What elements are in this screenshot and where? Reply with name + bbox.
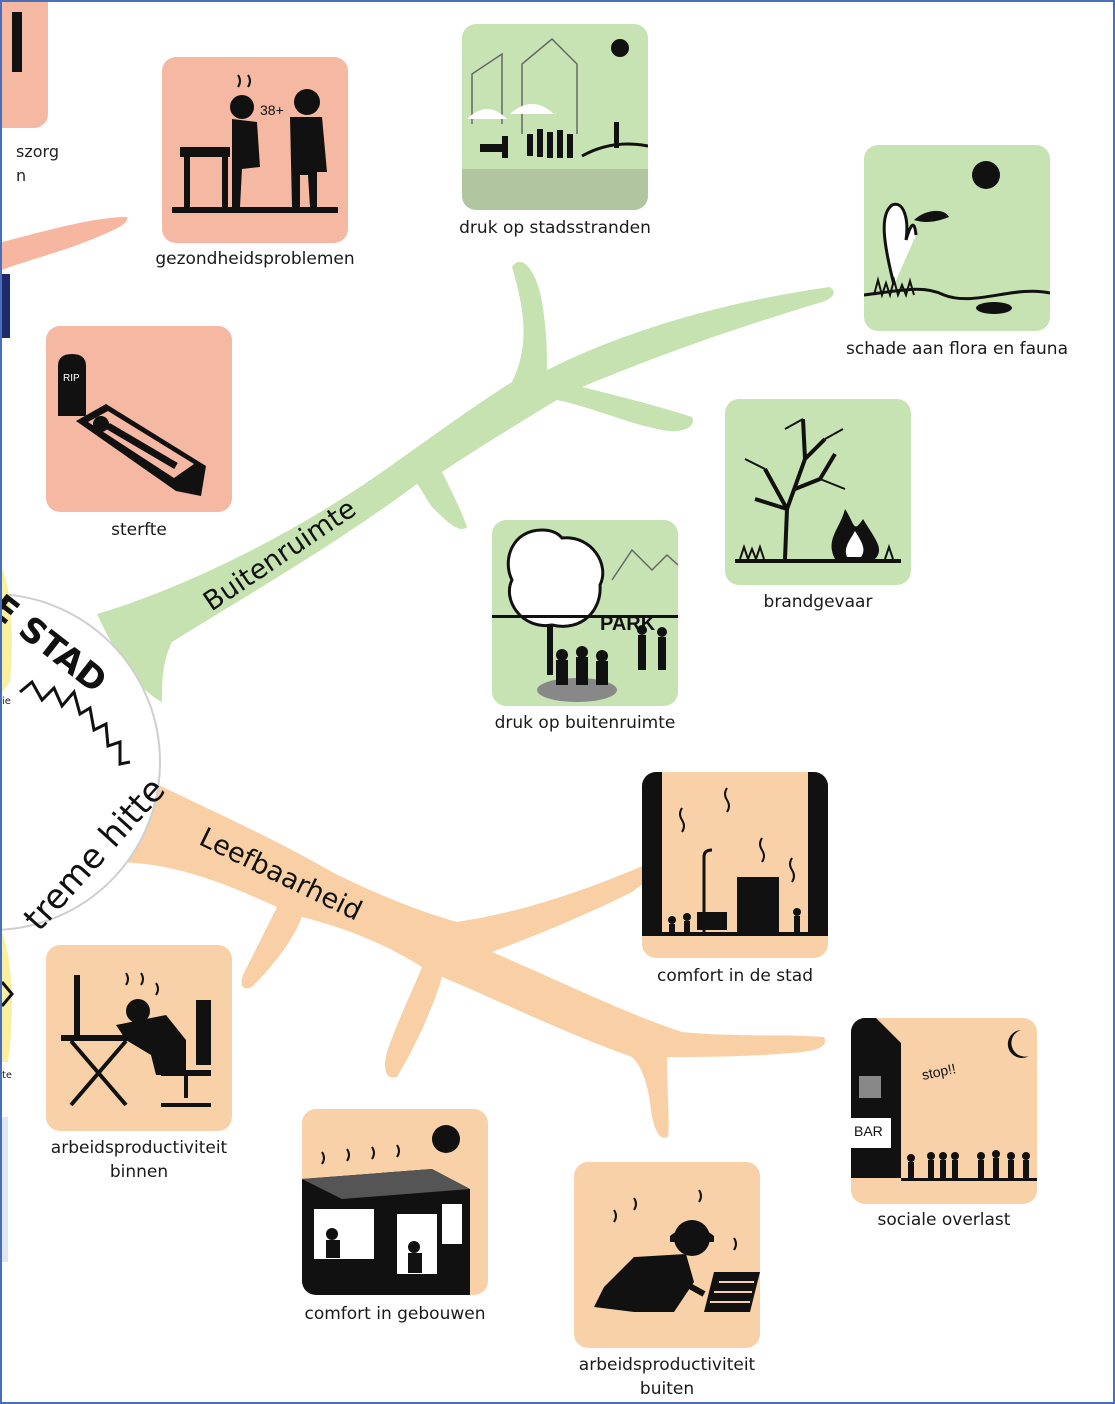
caption-comfort-in-gebouwen: comfort in gebouwen — [304, 1304, 486, 1324]
tile-sterfte: RIP — [46, 326, 232, 512]
caption-arbeidsproductiviteit-buiten: arbeidsproductiviteit buiten — [554, 1353, 780, 1401]
fever-badge: 38+ — [260, 102, 284, 118]
hub-pin-fragment — [2, 981, 14, 1007]
buitenruimte-branch — [97, 261, 834, 702]
edge-fragment-zorg: szorg — [16, 142, 59, 161]
park-sign: PARK — [600, 613, 656, 635]
caption-line-1: arbeidsproductiviteit — [50, 1138, 228, 1158]
caption-druk-op-buitenruimte: druk op buitenruimte — [494, 713, 676, 733]
bar-sign: BAR — [854, 1123, 883, 1139]
grave-badge: RIP — [63, 373, 80, 384]
tile-gezondheidsproblemen: 38+ — [162, 57, 348, 243]
caption-gezondheidsproblemen: gezondheidsproblemen — [155, 249, 355, 269]
tile-druk-op-buitenruimte: PARK — [492, 520, 678, 706]
caption-druk-op-stadsstranden: druk op stadsstranden — [459, 218, 651, 238]
tile-partial-zorg — [2, 2, 48, 128]
tile-druk-op-stadsstranden — [462, 24, 648, 210]
hub-skyline — [19, 679, 131, 766]
stop-shout: stop!! — [920, 1060, 957, 1083]
caption-sterfte: sterfte — [111, 520, 167, 540]
tile-sociale-overlast: BAR stop!! — [851, 1018, 1037, 1204]
edge-fragment-te: te — [2, 1070, 13, 1081]
tile-schade-aan-flora-en-fauna — [864, 145, 1050, 331]
sun-icon — [611, 39, 629, 57]
tile-brandgevaar — [725, 399, 911, 585]
hub-blue-accent — [2, 1117, 8, 1262]
caption-brandgevaar: brandgevaar — [763, 592, 873, 612]
hub-yellow-accent-bottom — [2, 932, 12, 1062]
sun-icon — [432, 1125, 460, 1153]
caption-comfort-in-de-stad: comfort in de stad — [656, 966, 814, 986]
hub-circle — [2, 593, 161, 931]
edge-fragment-ie: ie — [2, 696, 11, 707]
left-edge-strip — [2, 274, 10, 338]
caption-arbeidsproductiviteit-binnen: arbeidsproductiviteit binnen — [26, 1136, 252, 1184]
tile-arbeidsproductiviteit-buiten — [574, 1162, 760, 1348]
tile-comfort-in-de-stad — [642, 772, 828, 958]
edge-fragment-n: n — [16, 166, 27, 185]
hub-yellow-accent-top — [2, 567, 12, 692]
top-left-branch-fragment — [2, 217, 128, 270]
caption-line-2: buiten — [639, 1379, 695, 1399]
caption-line-1: arbeidsproductiviteit — [578, 1355, 756, 1375]
caption-schade-aan-flora-en-fauna: schade aan flora en fauna — [846, 339, 1068, 359]
tile-arbeidsproductiviteit-binnen — [46, 945, 232, 1131]
sun-icon — [972, 161, 1000, 189]
leefbaarheid-branch — [101, 772, 826, 1138]
caption-line-2: binnen — [109, 1162, 169, 1182]
caption-sociale-overlast: sociale overlast — [877, 1210, 1011, 1230]
tile-comfort-in-gebouwen — [302, 1109, 488, 1295]
